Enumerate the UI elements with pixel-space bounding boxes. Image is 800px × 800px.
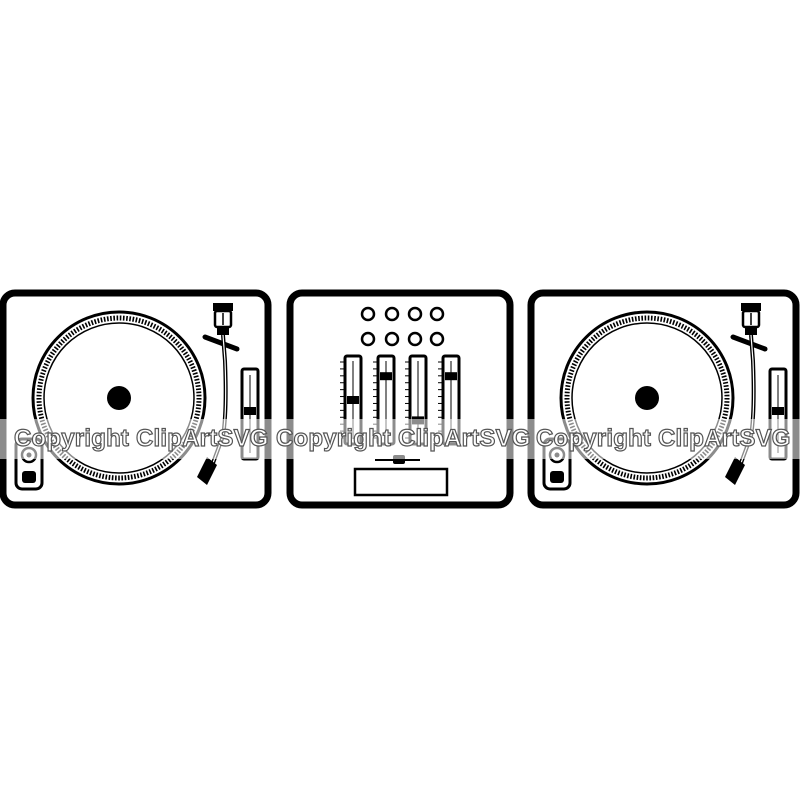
knob bbox=[360, 306, 376, 322]
turntable-right bbox=[531, 293, 796, 505]
knob bbox=[360, 331, 376, 347]
watermark-text: Copyright ClipArtSVG bbox=[13, 424, 269, 452]
knob bbox=[407, 306, 423, 322]
turntable-left bbox=[3, 293, 268, 505]
mixer bbox=[286, 289, 514, 509]
fader-cap bbox=[380, 372, 392, 381]
crossfader bbox=[353, 455, 449, 497]
fader-cap bbox=[347, 396, 359, 404]
knob bbox=[429, 331, 445, 347]
watermark-text: Copyright ClipArtSVG bbox=[275, 424, 531, 452]
watermark-text: Copyright ClipArtSVG bbox=[535, 424, 791, 452]
knob bbox=[384, 331, 400, 347]
knob bbox=[429, 306, 445, 322]
watermark-band bbox=[0, 419, 800, 459]
knob bbox=[384, 306, 400, 322]
mixer-knobs bbox=[360, 306, 445, 347]
mixer-housing bbox=[286, 289, 514, 509]
knob bbox=[407, 331, 423, 347]
fader-cap bbox=[445, 372, 457, 381]
